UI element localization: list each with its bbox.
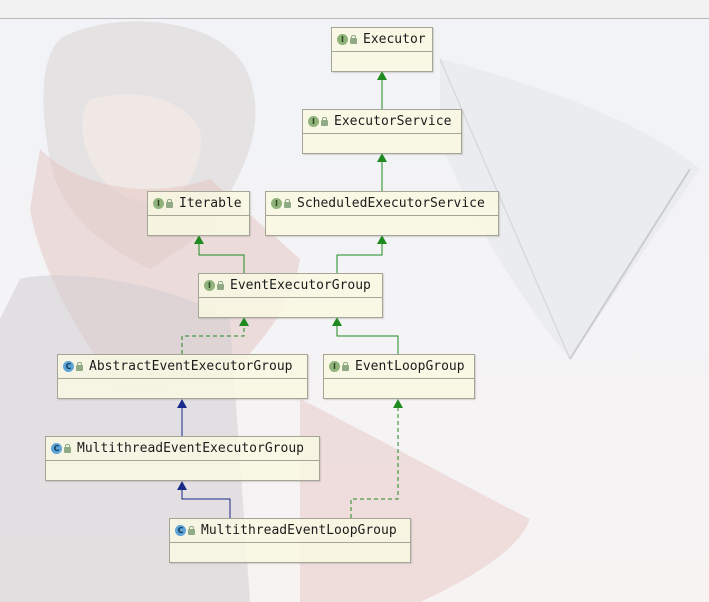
lock-icon — [76, 362, 83, 371]
node-label: AbstractEventExecutorGroup — [89, 359, 293, 374]
node-label: ScheduledExecutorService — [297, 196, 485, 211]
interface-icon: I — [204, 280, 215, 291]
class-icon: C — [51, 443, 62, 454]
node-label: Executor — [363, 32, 426, 47]
interface-icon: I — [153, 198, 164, 209]
node-executor[interactable]: I Executor — [331, 27, 433, 72]
node-fields-section — [324, 379, 474, 388]
node-executor-service[interactable]: I ExecutorService — [302, 109, 462, 154]
node-label: EventExecutorGroup — [230, 278, 371, 293]
node-iterable[interactable]: I Iterable — [147, 191, 250, 236]
node-multithread-event-loop-group[interactable]: C MultithreadEventLoopGroup — [169, 518, 411, 563]
lock-icon — [217, 281, 224, 290]
node-label: EventLoopGroup — [355, 359, 465, 374]
node-fields-section — [58, 379, 307, 388]
node-fields-section — [46, 461, 319, 470]
window-top-bar — [0, 0, 709, 19]
lock-icon — [350, 35, 357, 44]
node-fields-section — [266, 216, 498, 225]
node-fields-section — [170, 543, 410, 552]
class-icon: C — [63, 361, 74, 372]
node-fields-section — [199, 298, 382, 307]
lock-icon — [188, 526, 195, 535]
node-multithread-event-executor-group[interactable]: C MultithreadEventExecutorGroup — [45, 436, 320, 481]
node-label: MultithreadEventLoopGroup — [201, 523, 397, 538]
node-scheduled-executor-service[interactable]: I ScheduledExecutorService — [265, 191, 499, 236]
edge-multithreadeventloopgroup-to-eventloopgroup — [350, 399, 403, 518]
node-label: ExecutorService — [334, 114, 452, 129]
interface-icon: I — [337, 34, 348, 45]
lock-icon — [321, 117, 328, 126]
node-fields-section — [303, 134, 461, 143]
node-event-executor-group[interactable]: I EventExecutorGroup — [198, 273, 383, 318]
edge-multithreadeventloopgroup-to-multithreadeventexecutorgroup — [177, 481, 231, 518]
lock-icon — [342, 362, 349, 371]
node-abstract-event-executor-group[interactable]: C AbstractEventExecutorGroup — [57, 354, 308, 399]
node-fields-section — [148, 216, 249, 225]
node-fields-section — [332, 52, 432, 61]
node-event-loop-group[interactable]: I EventLoopGroup — [323, 354, 475, 399]
lock-icon — [284, 199, 291, 208]
interface-icon: I — [308, 116, 319, 127]
lock-icon — [166, 199, 173, 208]
node-label: Iterable — [179, 196, 242, 211]
interface-icon: I — [271, 198, 282, 209]
edge-abstracteventexecutorgroup-to-eventexecutorgroup — [181, 317, 249, 354]
interface-icon: I — [329, 361, 340, 372]
edge-eventloopgroup-to-eventexecutorgroup — [332, 317, 399, 354]
lock-icon — [64, 444, 71, 453]
edge-eventexecutorgroup-to-scheduledexecutorservice — [336, 235, 387, 273]
node-label: MultithreadEventExecutorGroup — [77, 441, 304, 456]
class-icon: C — [175, 525, 186, 536]
edge-eventexecutorgroup-to-iterable — [194, 235, 245, 273]
